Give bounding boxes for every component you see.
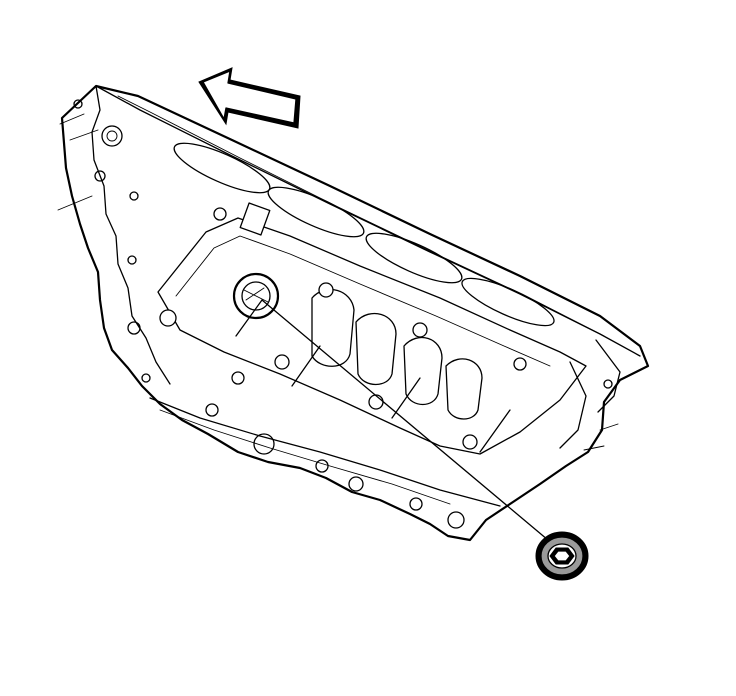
core-hole: [232, 272, 280, 320]
front-direction-arrow: [198, 67, 301, 129]
callout-leader-line: [261, 299, 549, 541]
engine-block: [57, 84, 650, 542]
core-hole-plug: [535, 531, 589, 581]
